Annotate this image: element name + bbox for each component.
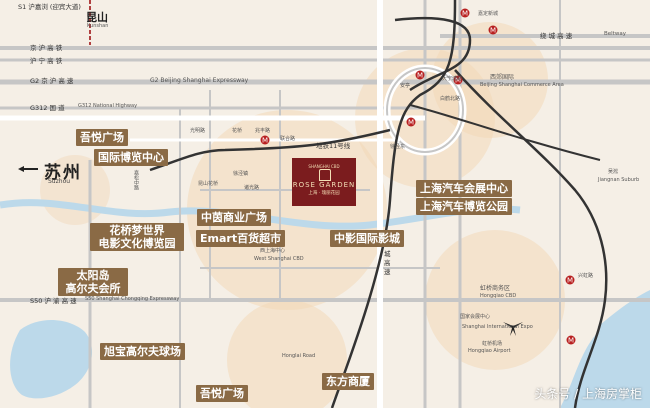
- road-beltway-en-label: Beltway: [604, 31, 626, 37]
- place-label: 兴虹路: [578, 273, 594, 279]
- place-label: 光明路: [190, 128, 206, 134]
- district-circle: [227, 300, 347, 408]
- poi-xubao-golf[interactable]: 旭宝高尔夫球场: [100, 343, 185, 360]
- place-label: Jiangnan Suburb: [598, 177, 640, 183]
- place-label: 徐泾镇: [233, 171, 249, 177]
- place-label: Honglai Road: [282, 353, 316, 359]
- watermark: 头条号 / 上海房掌柜: [534, 387, 642, 401]
- place-label: 安亭: [400, 83, 411, 89]
- place-label: 大宁塘路: [442, 76, 463, 82]
- kunshan-en-label: Kunshan: [87, 23, 109, 29]
- metro-line11-label: 地铁11号线: [316, 142, 351, 150]
- svg-text:M: M: [568, 337, 574, 345]
- airport-icon: [503, 322, 523, 336]
- place-label: Beijing Shanghai Commerce Area: [480, 82, 564, 88]
- poi-sun-island[interactable]: 太阳岛 高尔夫会所: [58, 268, 128, 296]
- road-s50-label: S50 沪 渝 高 速: [30, 297, 77, 305]
- road-jinghu-label: 京 沪 高 铁: [30, 44, 63, 52]
- svg-text:M: M: [462, 10, 468, 18]
- road-s50-en-label: S50 Shanghai Chongqing Expressway: [85, 296, 180, 302]
- place-label: 虹桥商务区: [480, 285, 511, 292]
- place-label: West Shanghai CBD: [254, 256, 304, 262]
- place-label: 联合路: [280, 136, 296, 142]
- metro-station-icon[interactable]: M: [415, 70, 425, 80]
- place-label: Shanghai International Expo: [462, 324, 533, 330]
- place-label: 兆丰路: [255, 128, 271, 134]
- metro-station-icon[interactable]: M: [565, 275, 575, 285]
- road-s1-label: S1 沪嘉浏 (迎宾大道): [18, 3, 81, 11]
- metro-line-17: [454, 69, 608, 408]
- poi-auto-expo-park[interactable]: 上海汽车博览公园: [416, 198, 512, 215]
- poi-emart[interactable]: Emart百货超市: [196, 230, 286, 247]
- road-g2-label: G2 京 沪 高 速: [30, 77, 74, 85]
- place-label: 徐泾东: [390, 144, 406, 150]
- poi-auto-expo-center[interactable]: 上海汽车会展中心: [416, 180, 512, 197]
- road-beltway-label: 绕 城 高 速: [540, 32, 573, 40]
- svg-text:M: M: [408, 119, 414, 127]
- road-g312-label: G312 国 道: [30, 104, 65, 112]
- poi-wuyue-plaza-north[interactable]: 吾悦广场: [76, 129, 128, 146]
- project-subtitle: 上海 · 瑰丽花园: [308, 191, 340, 196]
- road-g312-en-label: G312 National Highway: [78, 103, 138, 109]
- kunshan-label: 昆山: [86, 11, 108, 24]
- poi-zhongyin-plaza[interactable]: 中茵商业广场: [197, 209, 271, 226]
- svg-text:M: M: [417, 72, 423, 80]
- metro-station-icon[interactable]: M: [460, 8, 470, 18]
- place-label: 嘉松中路: [133, 170, 139, 190]
- road-chenggao-label: 城 高 速: [384, 250, 391, 276]
- poi-wuyue-plaza-south[interactable]: 吾悦广场: [196, 385, 248, 402]
- project-marker[interactable]: SHANGHAI CBD ROSE GARDEN 上海 · 瑰丽花园: [292, 158, 356, 206]
- place-label: 国家会展中心: [460, 314, 491, 320]
- arrow-left-icon: [18, 166, 38, 172]
- rose-garden-logo-icon: [319, 169, 331, 181]
- suzhou-en-label: Suzhou: [48, 178, 71, 185]
- road-huning-label: 沪 宁 高 铁: [30, 57, 63, 65]
- svg-text:M: M: [567, 277, 573, 285]
- svg-text:M: M: [490, 27, 496, 35]
- project-name: ROSE GARDEN: [292, 181, 356, 189]
- suzhou-label: 苏州: [44, 163, 82, 183]
- poi-sun-island-line2: 高尔夫会所: [65, 282, 121, 295]
- place-label: 西上海中心: [260, 248, 286, 254]
- place-label: 虹桥机场: [482, 341, 503, 347]
- poi-dream-world-line2: 电影文化博览园: [98, 237, 176, 250]
- poi-dream-world[interactable]: 花桥梦世界 电影文化博览园: [90, 223, 184, 251]
- svg-text:M: M: [262, 137, 268, 145]
- place-label: 西郊国际: [490, 74, 515, 81]
- place-label: 花桥: [232, 128, 243, 134]
- poi-dongfang-mall[interactable]: 东方商厦: [322, 373, 374, 390]
- poi-intl-expo-center[interactable]: 国际博览中心: [94, 149, 168, 166]
- metro-station-icon[interactable]: M: [260, 135, 270, 145]
- poi-zhongying-cinema[interactable]: 中影国际影城: [330, 230, 404, 247]
- place-label: 诸光路: [244, 185, 260, 191]
- place-label: Hongqiao Airport: [468, 348, 511, 354]
- svg-text:M: M: [455, 77, 461, 85]
- metro-station-icon[interactable]: M: [566, 335, 576, 345]
- place-label: 白鹤北路: [440, 96, 461, 102]
- metro-line-11: [330, 0, 457, 408]
- poi-dream-world-line1: 花桥梦世界: [109, 224, 165, 237]
- metro-station-icon[interactable]: M: [453, 75, 463, 85]
- interchange-ring: [386, 67, 464, 153]
- lake: [10, 320, 93, 399]
- metro-line: [409, 104, 601, 161]
- metro-line-11: [149, 128, 391, 172]
- metro-station-icon[interactable]: M: [488, 25, 498, 35]
- metro-station-icon[interactable]: M: [406, 117, 416, 127]
- place-label: 嘉定新城: [478, 11, 499, 17]
- metro-line: [394, 16, 472, 92]
- road-g2-en-label: G2 Beijing Shanghai Expressway: [150, 77, 249, 84]
- place-label: 昆山花桥: [198, 181, 219, 187]
- poi-sun-island-line1: 太阳岛: [76, 269, 110, 282]
- project-top-text: SHANGHAI CBD: [308, 164, 340, 169]
- place-label: 吴淞: [608, 169, 619, 175]
- place-label: Hongqiao CBD: [480, 293, 517, 299]
